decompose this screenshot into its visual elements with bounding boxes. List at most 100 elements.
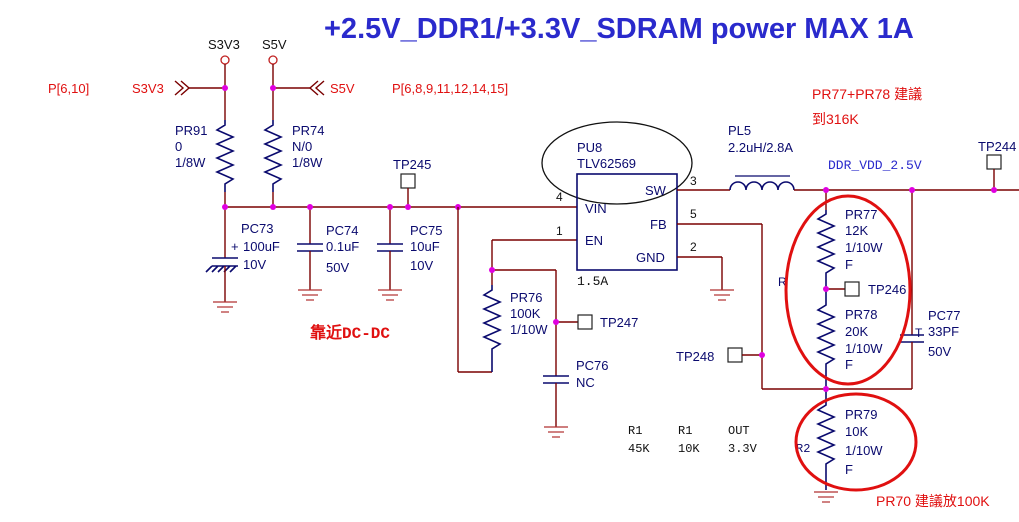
pr76-resistor [482,285,502,372]
chip-ground-icon [710,289,734,301]
pu8-ref: PU8 [577,140,602,155]
pr79-ref: PR79 [845,407,878,422]
pc73-value: 100uF [243,239,280,254]
pu8-highlight-ellipse [541,121,693,205]
tp247-pad [577,314,593,330]
pr77-resistor [816,210,836,289]
s3v3-offpage-arrow [174,80,191,96]
pc75-ground-icon [378,289,402,301]
pc74-ref: PC74 [326,223,359,238]
note-pr77-line2: 到316K [812,111,859,127]
pu8-chip [576,173,678,271]
pr74-ref: PR74 [292,123,325,138]
pr79-ground-icon [814,491,838,503]
pc73-plus: + [231,239,239,254]
pr74-value: N/0 [292,139,312,154]
s3v3-connector-label: S3V3 [132,81,164,96]
calc-value-1: 45K [628,442,650,456]
s5v-terminal [268,55,278,65]
pin-sw-label: SW [645,183,667,198]
tp245-pad [400,173,416,189]
en-junctions [489,267,559,325]
pc77-volt: 50V [928,344,951,359]
pin-fb-label: FB [650,217,667,232]
pr74-resistor [263,120,283,192]
s3v3-terminal [220,55,230,65]
s5v-rail-label: S5V [262,37,287,52]
pc75-volt: 10V [410,258,433,273]
pc74-ground-icon [298,289,322,301]
tp248-label: TP248 [676,349,714,364]
ddr-rail-label: DDR_VDD_2.5V [828,158,922,173]
pr78-resistor [816,289,836,389]
pr78-value: 20K [845,324,868,339]
pr74-power: 1/8W [292,155,323,170]
pr76-ref: PR76 [510,290,543,305]
pu8-current: 1.5A [577,274,608,289]
pl5-ref: PL5 [728,123,751,138]
pr79-resistor [816,389,836,490]
pr77-power: 1/10W [845,240,883,255]
pc76-ground-icon [544,426,568,438]
pr79-tol: F [845,462,853,477]
pc77-ref: PC77 [928,308,961,323]
tp248-pad [727,347,743,363]
pr79-highlight [794,392,918,492]
pin-en-label: EN [585,233,603,248]
pc73-volt: 10V [243,257,266,272]
pc74-volt: 50V [326,260,349,275]
pr79-value: 10K [845,424,868,439]
pr77-ref: PR77 [845,207,878,222]
note-pr77-line1: PR77+PR78 建議 [812,86,922,102]
pr78-ref: PR78 [845,307,878,322]
pin-fb-number: 5 [690,207,697,221]
pl5-inductor [729,181,795,191]
pin-gnd-label: GND [636,250,665,265]
pl5-value: 2.2uH/2.8A [728,140,793,155]
right-junctions [759,187,997,392]
pc73-capacitor [205,265,238,273]
calc-value-3: 3.3V [728,442,758,456]
schematic-title: +2.5V_DDR1/+3.3V_SDRAM power MAX 1A [324,13,914,45]
pc77-fragment-t: T [915,326,923,340]
calc-header-3: OUT [728,424,750,438]
pc75-ref: PC75 [410,223,443,238]
pc75-value: 10uF [410,239,440,254]
pr77-value: 12K [845,223,868,238]
tp246-label: TP246 [868,282,906,297]
pr76-value: 100K [510,306,541,321]
pin-vin-number: 4 [556,190,563,204]
pu8-part: TLV62569 [577,156,636,171]
s5v-offpage-arrow [308,80,325,96]
pr76-power: 1/10W [510,322,548,337]
r2-fragment-label: R2 [796,442,810,456]
pc76-value: NC [576,375,595,390]
tp247-label: TP247 [600,315,638,330]
r-fragment-label: R [778,275,787,289]
pr78-tol: F [845,357,853,372]
s3v3-rail-label: S3V3 [208,37,240,52]
pc77-value: 33PF [928,324,959,339]
pc73-ground-icon [213,301,237,313]
pin-vin-label: VIN [585,201,607,216]
pin-gnd-number: 2 [690,240,697,254]
calc-value-2: 10K [678,442,700,456]
ref-right: P[6,8,9,11,12,14,15] [392,81,508,96]
note-pr70: PR70 建議放100K [876,493,990,509]
tp245-label: TP245 [393,157,431,172]
pr91-ref: PR91 [175,123,208,138]
pr78-power: 1/10W [845,341,883,356]
pr91-value: 0 [175,139,182,154]
near-dcdc-note: 靠近DC-DC [310,323,390,343]
pr91-resistor [215,120,235,192]
pc76-ref: PC76 [576,358,609,373]
s5v-connector-label: S5V [330,81,355,96]
pr77-pr78-highlight [784,194,912,386]
left-junctions [222,85,461,210]
pr91-power: 1/8W [175,155,206,170]
calc-header-2: R1 [678,424,692,438]
tp244-pad [986,154,1002,170]
tp246-pad [844,281,860,297]
pin-sw-number: 3 [690,174,697,188]
